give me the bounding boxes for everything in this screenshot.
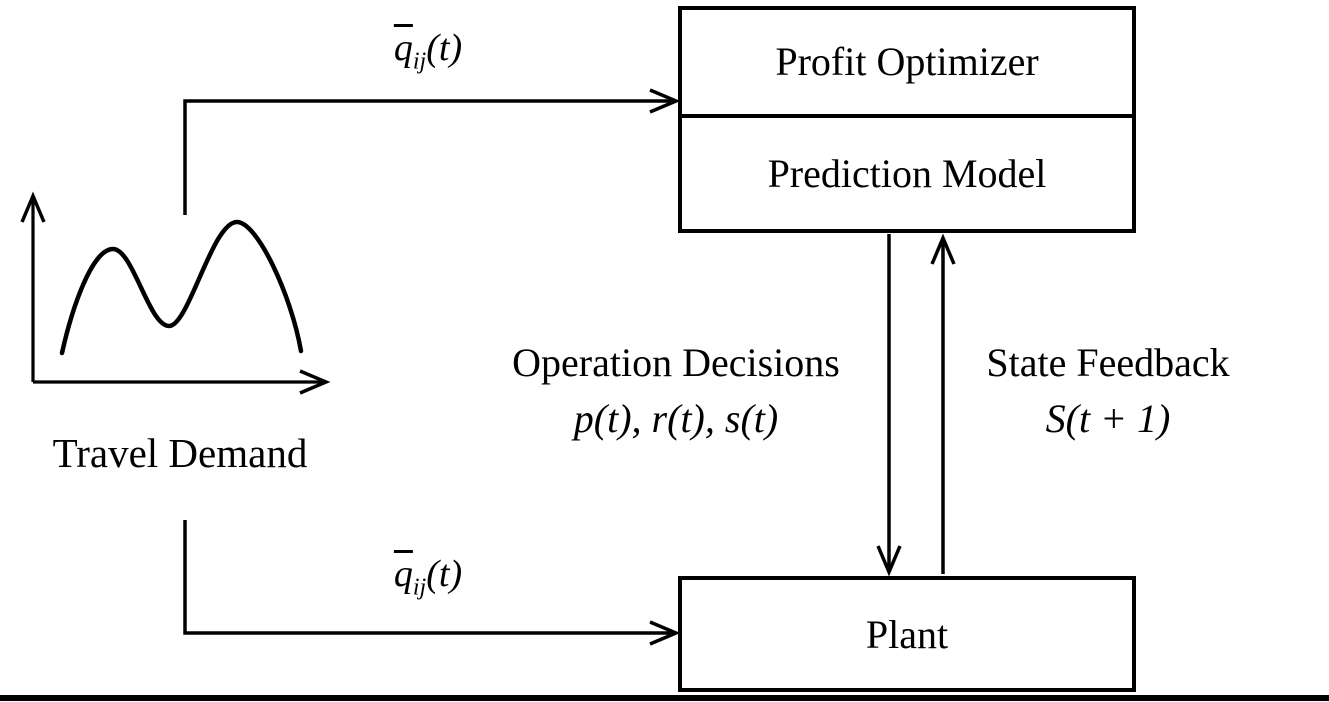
optimizer-box: Profit Optimizer Prediction Model: [678, 6, 1136, 233]
operation-decisions-math: p(t), r(t), s(t): [573, 396, 779, 441]
qbar-bottom-label: qij(t): [328, 552, 528, 602]
plant-label: Plant: [865, 611, 949, 657]
profit-optimizer-section: Profit Optimizer: [682, 10, 1132, 118]
state-feedback-label: State Feedback S(t + 1): [948, 340, 1268, 442]
page-bottom-rule: [0, 695, 1329, 701]
prediction-model-label: Prediction Model: [767, 150, 1047, 196]
qbar-top-sub: ij: [412, 48, 427, 75]
state-feedback-math: S(t + 1): [1045, 396, 1171, 441]
profit-optimizer-label: Profit Optimizer: [775, 39, 1039, 84]
state-feedback-title: State Feedback: [986, 340, 1230, 385]
qbar-bottom-rest: (t): [426, 553, 463, 595]
qbar-bottom-base: q: [393, 553, 413, 595]
plant-box: Plant: [678, 576, 1136, 692]
demand-curve: [59, 219, 304, 356]
qbar-top-label: qij(t): [328, 26, 528, 76]
qbar-bottom-sub: ij: [412, 574, 427, 601]
arrow-demand-to-plant: [183, 520, 681, 646]
arrow-demand-to-optimizer: [183, 88, 681, 215]
prediction-model-section: Prediction Model: [682, 118, 1132, 229]
qbar-top-rest: (t): [426, 27, 463, 69]
operation-decisions-title: Operation Decisions: [512, 340, 840, 385]
travel-demand-caption: Travel Demand: [52, 430, 308, 476]
qbar-top-base: q: [393, 27, 413, 69]
operation-decisions-label: Operation Decisions p(t), r(t), s(t): [456, 340, 896, 442]
